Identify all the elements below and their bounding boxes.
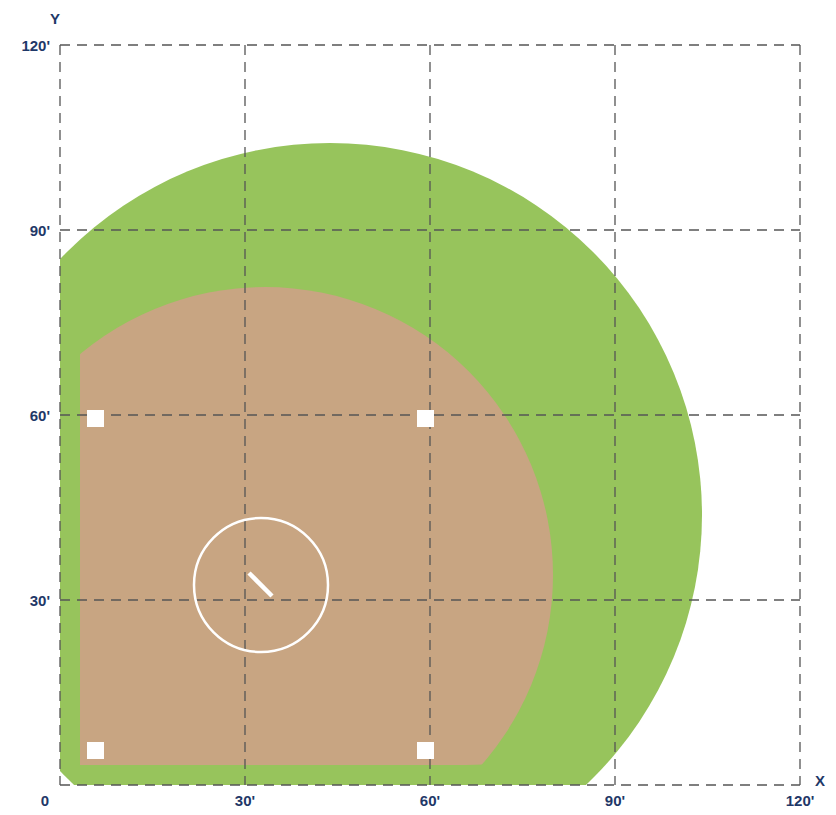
axis-name: X	[815, 773, 825, 788]
outfield-grass	[60, 143, 702, 785]
axis-name: Y	[50, 11, 60, 26]
axis-tick: 90'	[30, 223, 50, 238]
axis-tick: 90'	[605, 793, 625, 808]
axis-tick: 60'	[30, 408, 50, 423]
grid-lines	[60, 45, 800, 785]
axis-tick: 120'	[786, 793, 815, 808]
pitchers-circle	[194, 518, 328, 652]
axis-tick: 30'	[30, 593, 50, 608]
infield-dirt	[0, 287, 553, 815]
axis-tick: 0	[41, 793, 49, 808]
bases	[87, 410, 434, 759]
axis-tick: 60'	[420, 793, 440, 808]
axis-tick: 120'	[21, 38, 50, 53]
axis-tick: 30'	[235, 793, 255, 808]
pitching-rubber	[249, 573, 272, 596]
